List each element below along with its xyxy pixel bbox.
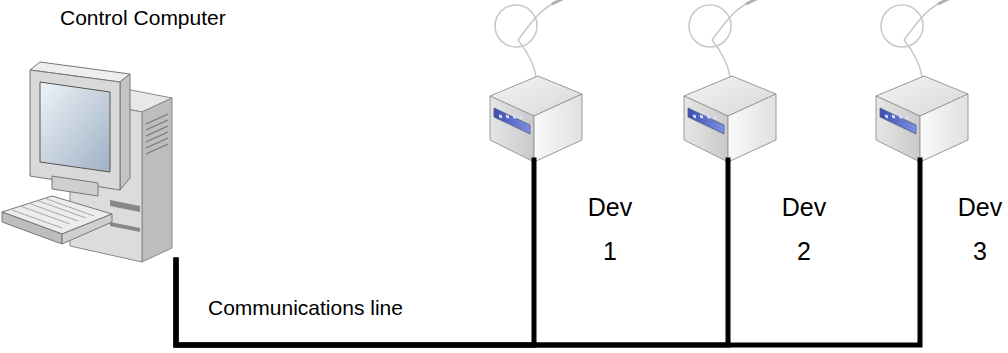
- device-node: Dev 1: [490, 76, 582, 162]
- communications-line: [176, 160, 920, 345]
- computer-node: Control Computer: [0, 45, 178, 260]
- line-label: Communications line: [206, 295, 405, 320]
- communications-line: [176, 160, 728, 345]
- computer-label: Control Computer: [60, 5, 226, 30]
- device-label: Dev 2: [780, 186, 828, 274]
- device-label: Dev 1: [586, 186, 634, 274]
- device-node: Dev 3: [876, 76, 968, 162]
- communications-line: [176, 160, 534, 345]
- device-node: Dev 2: [684, 76, 776, 162]
- device-label: Dev 3: [956, 186, 1004, 274]
